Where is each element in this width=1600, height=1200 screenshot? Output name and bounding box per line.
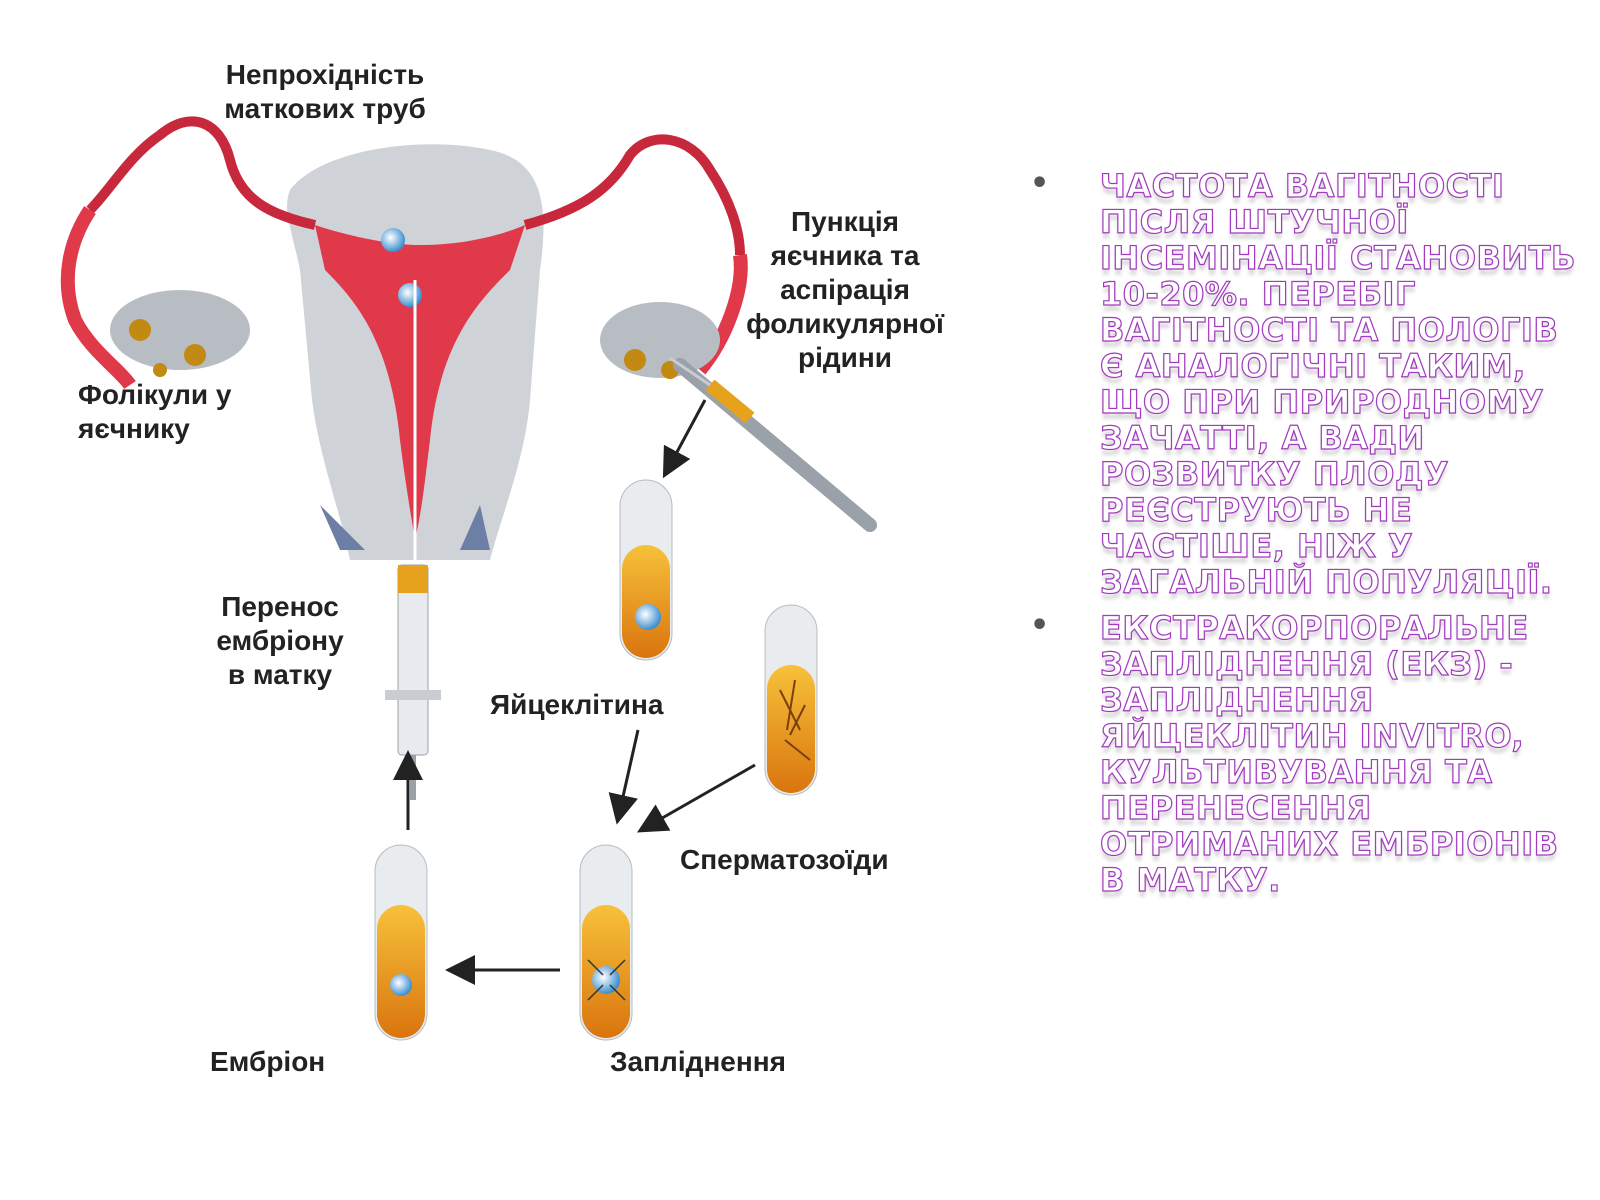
test-tube-icon	[764, 604, 818, 796]
label-fertilization: Запліднення	[610, 1046, 787, 1077]
bullet-item: • Екстракорпоральне запліднення (ЕКЗ) - з…	[1030, 608, 1590, 899]
ivf-diagram: Непрохідність маткових труб Фолікули у я…	[20, 40, 980, 1150]
label-puncture: Пункція яєчника та аспірація фоликулярно…	[746, 206, 944, 373]
egg-cell-icon	[381, 228, 405, 252]
ivf-illustration	[60, 116, 877, 1041]
label-embryo: Ембріон	[210, 1046, 326, 1077]
test-tube-icon	[619, 479, 673, 661]
syringe-icon	[669, 356, 877, 532]
egg-cell-icon	[398, 283, 422, 307]
label-sperm: Сперматозоїди	[680, 844, 889, 875]
bullet-list: • Частота вагітності після штучної інсемі…	[1030, 166, 1590, 908]
test-tube-icon	[374, 844, 428, 1041]
transfer-syringe-icon	[385, 564, 441, 800]
bullet-dot-icon: •	[1030, 608, 1050, 643]
label-egg: Яйцеклітина	[490, 689, 664, 720]
uterus-illustration	[60, 116, 748, 561]
label-transfer: Перенос ембріону в матку	[216, 591, 344, 690]
label-tubes: Непрохідність маткових труб	[224, 59, 426, 124]
egg-cell-icon	[635, 604, 661, 630]
label-follicles: Фолікули у яєчнику	[78, 379, 232, 444]
bullet-text: Екстракорпоральне запліднення (ЕКЗ) - за…	[1099, 609, 1559, 899]
test-tube-icon	[579, 844, 633, 1041]
bullet-dot-icon: •	[1030, 166, 1050, 201]
bullet-item: • Частота вагітності після штучної інсемі…	[1030, 166, 1590, 601]
bullet-text: Частота вагітності після штучної інсемін…	[1099, 167, 1576, 601]
arrow-icon	[393, 399, 756, 985]
egg-cell-icon	[390, 974, 412, 996]
